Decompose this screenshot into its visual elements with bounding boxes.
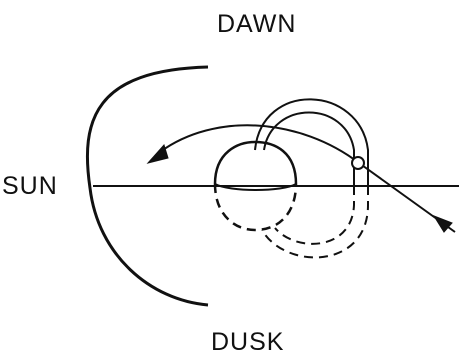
- field-loop-south-inner: [275, 186, 354, 244]
- dawn-label: DAWN: [217, 12, 296, 37]
- field-loop-south-outer: [262, 186, 368, 257]
- dusk-label: DUSK: [211, 330, 284, 355]
- crossing-point-marker: [352, 157, 364, 169]
- sun-label: SUN: [2, 174, 58, 199]
- field-loop-north-inner: [264, 113, 354, 187]
- trajectory-path: [160, 125, 455, 232]
- trajectory-arrowhead-right: [434, 216, 452, 232]
- trajectory-arrowhead-left: [148, 145, 168, 163]
